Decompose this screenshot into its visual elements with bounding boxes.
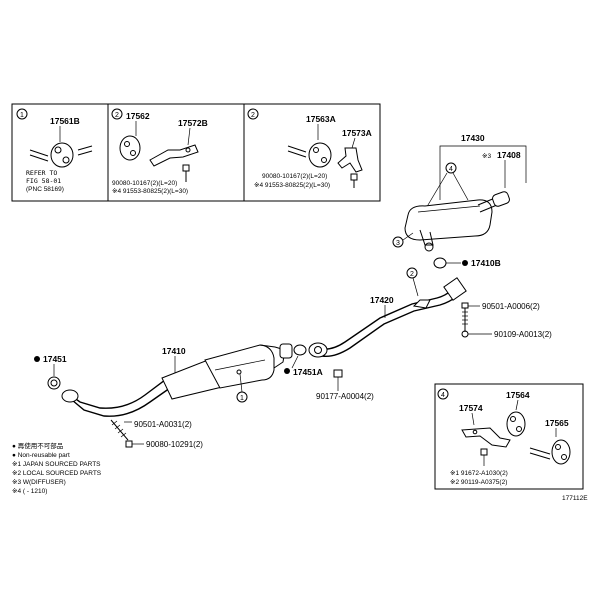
legend-line-6: ※4 ( - 1210) [12, 488, 47, 495]
center-pipe-17420: 17420 [308, 277, 467, 358]
bolt-90109-A0013: 90109-A0013(2) [494, 330, 552, 339]
box4-spec-1: ※1 91672-A1030(2) [450, 470, 508, 477]
bolt-icon [125, 440, 133, 448]
box4-part-b: 17574 [459, 403, 483, 413]
bracket-17572B [149, 144, 199, 167]
rubber-hanger [50, 142, 74, 168]
non-reusable-dot [34, 356, 40, 362]
bracket-17573A [337, 147, 363, 173]
non-reusable-dot [284, 368, 290, 374]
front-flange [61, 389, 79, 403]
muffler-callout-4: 4 [449, 166, 453, 173]
gasket-17451A [293, 344, 307, 356]
box2-number: 2 [115, 112, 119, 119]
muffler-callout-3: 3 [396, 240, 400, 247]
box4-part-a: 17564 [506, 390, 530, 400]
tail-pipe-tip [492, 191, 510, 207]
legend: ● 再使用不可部品 ● Non-reusable part ※1 JAPAN S… [12, 441, 102, 495]
bolt-90501-A0006: 90501-A0006(2) [482, 302, 540, 311]
nut-90177-A0004: 90177-A0004(2) [316, 392, 374, 401]
gasket-17451 [47, 376, 61, 390]
box4-number: 4 [441, 392, 445, 399]
hanger-17562 [119, 135, 141, 161]
box3-part-a: 17563A [306, 114, 336, 124]
box1-part-label: 17561B [50, 116, 80, 126]
box3-number: 2 [251, 112, 255, 119]
box1-refer-1: REFER TO [26, 169, 57, 177]
muffler-part-label: 17430 [461, 133, 485, 143]
diagram-id: 177112E [562, 495, 588, 502]
part-17410B: 17410B [471, 258, 501, 268]
hanger-17565 [551, 439, 571, 465]
box4-spec-2: ※2 90119-A0375(2) [450, 479, 507, 486]
box3-spec-2: ※4 91553-80825(2)(L=30) [254, 182, 330, 189]
bolt-icon [350, 173, 358, 181]
nut-icon [333, 369, 343, 378]
hanger-17564 [506, 411, 526, 437]
muffler-tail-label: 17408 [497, 150, 521, 160]
part-17451A: 17451A [293, 367, 323, 377]
bolt-icon [182, 164, 190, 172]
inset-box-2: 2 17562 17572B 90080-10167(2)(L=20) ※4 9… [107, 103, 245, 202]
part-17420: 17420 [370, 295, 394, 305]
box4-part-c: 17565 [545, 418, 569, 428]
box2-part-b: 17572B [178, 118, 208, 128]
box2-spec-1: 90080-10167(2)(L=20) [112, 180, 177, 187]
pipe-flange [308, 342, 328, 358]
box2-spec-2: ※4 91553-80825(2)(L=30) [112, 188, 188, 195]
box1-number: 1 [20, 112, 24, 119]
muffler-assembly: 17430 ※3 17408 4 3 [392, 133, 527, 252]
muffler-body [404, 199, 493, 241]
part-17451: 17451 [43, 354, 67, 364]
bolt-icon [480, 448, 488, 456]
box3-spec-1: 90080-10167(2)(L=20) [262, 173, 327, 180]
legend-line-4: ※2 LOCAL SOURCED PARTS [12, 470, 102, 477]
box3-part-b: 17573A [342, 128, 372, 138]
bolt-90501-A0031: 90501-A0031(2) [134, 420, 192, 429]
bracket-17574 [461, 427, 511, 448]
inset-box-4: 4 17564 17574 17565 ※1 91672-A1030(2) ※2… [434, 383, 584, 490]
legend-line-3: ※1 JAPAN SOURCED PARTS [12, 461, 101, 468]
gasket-17410B [433, 257, 447, 269]
hanger-17563A [308, 142, 332, 168]
front-pipe-17410: 17410 1 [61, 343, 293, 417]
muffler-tail-prefix: ※3 [482, 153, 491, 160]
non-reusable-dot [462, 260, 468, 266]
inset-box-3: 2 17563A 17573A 90080-10167(2)(L=20) ※4 … [243, 103, 381, 202]
part-17410: 17410 [162, 346, 186, 356]
bolt-90080-10291: 90080-10291(2) [146, 440, 203, 449]
legend-line-2: ● Non-reusable part [12, 452, 70, 459]
legend-line-5: ※3 W(DIFFUSER) [12, 479, 66, 486]
callout-1: 1 [240, 395, 244, 402]
inset-box-1: 1 17561B REFER TO FIG 58-01 (PNC 58169) [11, 103, 109, 202]
box1-refer-3: (PNC 58169) [26, 186, 64, 193]
callout-2: 2 [410, 271, 414, 278]
converter-flange [279, 343, 293, 359]
legend-line-1: ● 再使用不可部品 [12, 441, 63, 450]
box1-refer-2: FIG 58-01 [26, 177, 61, 185]
bolt-icon [461, 302, 469, 309]
box2-part-a: 17562 [126, 111, 150, 121]
